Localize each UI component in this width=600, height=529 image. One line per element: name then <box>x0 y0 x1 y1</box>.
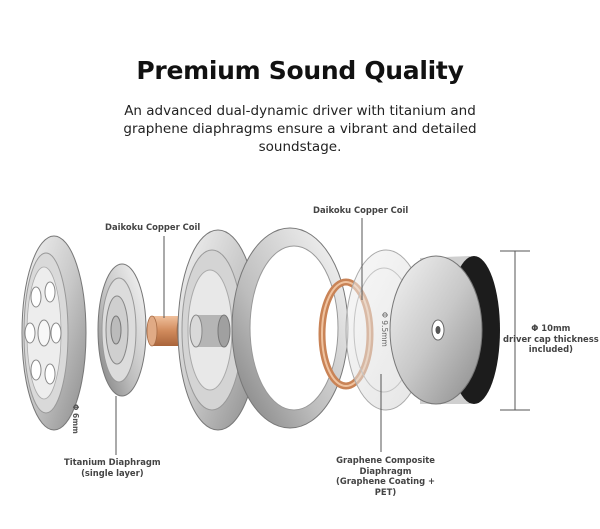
label-size-line-2: driver cap thickness <box>503 333 599 344</box>
rear-cup <box>389 255 500 405</box>
leader-lines <box>115 218 530 455</box>
driver-ring <box>231 227 349 429</box>
label-dim-6mm: Φ 6mm <box>71 404 80 434</box>
subtitle-line-3: soundstage. <box>258 139 342 155</box>
page-title: Premium Sound Quality <box>136 56 464 85</box>
label-graphene-line-4: PET) <box>374 486 397 497</box>
label-graphene-line-1: Graphene Composite <box>336 455 435 465</box>
label-size-line-3: included) <box>528 344 573 354</box>
subtitle-line-1: An advanced dual-dynamic driver with tit… <box>124 103 476 119</box>
label-graphene-diaphragm: Graphene Composite Diaphragm (Graphene C… <box>336 455 435 497</box>
label-dim-9-5mm: Φ 9.5mm <box>380 312 389 347</box>
label-graphene-line-2: Diaphragm <box>359 465 412 476</box>
label-titanium-diaphragm: Titanium Diaphragm (single layer) <box>64 457 161 478</box>
label-graphene-line-3: (Graphene Coating + <box>336 476 435 486</box>
titanium-diaphragm-part <box>97 263 147 397</box>
front-cover <box>21 235 87 431</box>
subtitle-line-2: graphene diaphragms ensure a vibrant and… <box>123 121 477 137</box>
label-copper-coil-left: Daikoku Copper Coil <box>105 222 201 232</box>
label-copper-coil-right: Daikoku Copper Coil <box>313 205 409 215</box>
label-titanium-line-2: (single layer) <box>81 467 144 478</box>
label-size-line-1: Φ 10mm <box>531 323 571 333</box>
magnet-assembly <box>177 229 259 431</box>
subtitle: An advanced dual-dynamic driver with tit… <box>100 102 500 156</box>
label-titanium-line-1: Titanium Diaphragm <box>64 457 161 467</box>
label-size: Φ 10mm driver cap thickness included) <box>503 323 599 355</box>
